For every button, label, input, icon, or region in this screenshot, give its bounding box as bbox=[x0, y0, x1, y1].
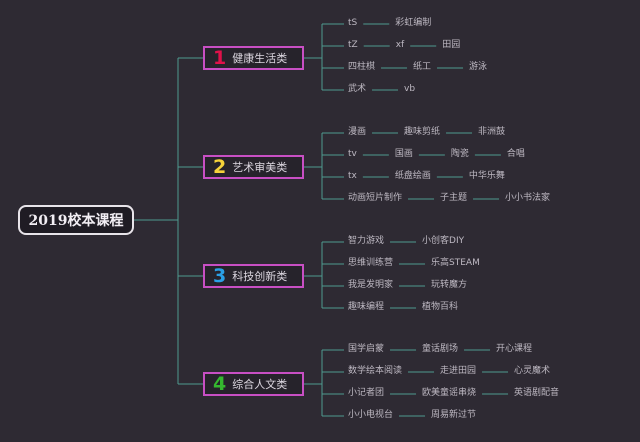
leaf-topic[interactable]: 漫画 bbox=[348, 127, 367, 137]
category-node-health[interactable]: 1 健康生活类 bbox=[203, 46, 304, 70]
root-label: 2019校本课程 bbox=[28, 213, 124, 229]
leaf-topic[interactable]: 智力游戏 bbox=[348, 236, 385, 246]
leaf-topic[interactable]: tZ bbox=[348, 40, 358, 50]
leaf-topic[interactable]: 数学绘本阅读 bbox=[348, 366, 403, 376]
root-node[interactable]: 2019校本课程 bbox=[18, 205, 134, 235]
category-number: 2 bbox=[213, 155, 227, 178]
category-node-art[interactable]: 2 艺术审美类 bbox=[203, 155, 304, 179]
leaf-topic[interactable]: 我是发明家 bbox=[348, 280, 394, 290]
leaf-topic[interactable]: 田园 bbox=[442, 40, 461, 50]
leaf-topic[interactable]: 合唱 bbox=[506, 149, 525, 159]
category-number: 1 bbox=[213, 46, 227, 69]
leaf-topic[interactable]: 国学启蒙 bbox=[348, 344, 385, 354]
leaf-topic[interactable]: 英语剧配音 bbox=[514, 388, 560, 398]
category-number: 3 bbox=[213, 264, 227, 287]
leaf-topic[interactable]: 欧美童谣串烧 bbox=[422, 388, 477, 398]
category-label: 艺术审美类 bbox=[232, 161, 288, 174]
category-number: 4 bbox=[213, 372, 227, 395]
leaf-topic[interactable]: 陶瓷 bbox=[450, 149, 469, 159]
leaf-topic[interactable]: 小小书法家 bbox=[505, 193, 551, 203]
category-label: 综合人文类 bbox=[232, 378, 288, 391]
leaf-topic[interactable]: 彩虹编制 bbox=[395, 18, 432, 28]
leaf-topic[interactable]: 国画 bbox=[394, 149, 413, 159]
leaf-topic[interactable]: 玩转魔方 bbox=[431, 280, 468, 290]
leaf-topic[interactable]: 周易新过节 bbox=[431, 410, 477, 420]
leaf-topic[interactable]: 动画短片制作 bbox=[348, 193, 403, 203]
category-node-humanities[interactable]: 4 综合人文类 bbox=[203, 372, 304, 396]
leaf-topic[interactable]: 乐高STEAM bbox=[431, 258, 480, 268]
leaf-topic[interactable]: 四柱棋 bbox=[348, 62, 376, 72]
leaf-topic[interactable]: tv bbox=[348, 149, 357, 159]
leaf-topic[interactable]: 植物百科 bbox=[422, 302, 459, 312]
leaf-topic[interactable]: 小小电视台 bbox=[348, 410, 394, 420]
leaf-topic[interactable]: 趣味剪纸 bbox=[404, 127, 441, 137]
leaf-topic[interactable]: tx bbox=[348, 171, 357, 181]
leaf-topic[interactable]: 开心课程 bbox=[496, 344, 533, 354]
category-label: 健康生活类 bbox=[232, 52, 288, 65]
leaf-topic[interactable]: 童话剧场 bbox=[422, 344, 459, 354]
category-node-tech[interactable]: 3 科技创新类 bbox=[203, 264, 304, 288]
leaf-topic[interactable]: 心灵魔术 bbox=[514, 366, 551, 376]
category-label: 科技创新类 bbox=[232, 270, 288, 283]
leaf-topic[interactable]: 纸盘绘画 bbox=[394, 171, 431, 181]
leaf-topic[interactable]: 中华乐舞 bbox=[468, 171, 505, 181]
leaf-topic[interactable]: 纸工 bbox=[413, 62, 432, 72]
leaf-topic[interactable]: 子主题 bbox=[440, 193, 468, 203]
leaf-topic[interactable]: 小记者团 bbox=[348, 388, 385, 398]
leaf-topic[interactable]: 非洲鼓 bbox=[478, 127, 506, 137]
leaf-topic[interactable]: tS bbox=[348, 18, 358, 28]
leaf-topic[interactable]: 思维训练营 bbox=[348, 258, 394, 268]
leaf-topic[interactable]: xf bbox=[395, 40, 405, 50]
leaf-topic[interactable]: 游泳 bbox=[469, 62, 488, 72]
leaf-topic[interactable]: 武术 bbox=[348, 84, 367, 94]
leaf-topic[interactable]: 趣味编程 bbox=[348, 302, 385, 312]
leaf-topic[interactable]: vb bbox=[404, 84, 416, 94]
leaf-topic[interactable]: 小创客DIY bbox=[422, 236, 465, 246]
leaf-topic[interactable]: 走进田园 bbox=[440, 366, 477, 376]
